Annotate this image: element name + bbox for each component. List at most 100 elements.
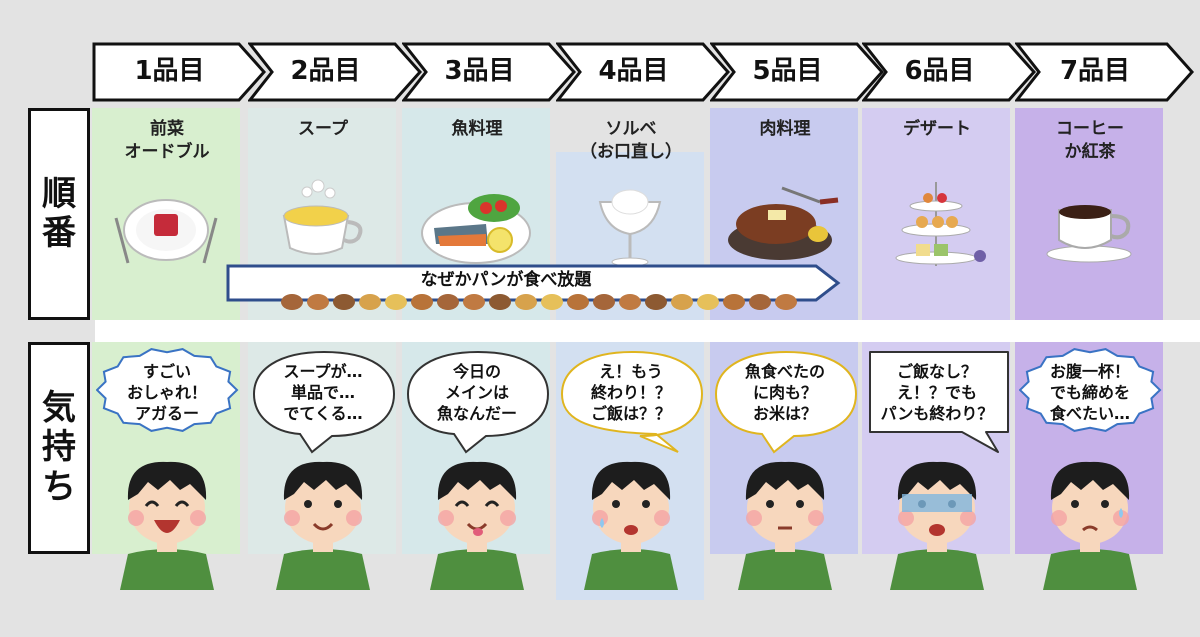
bread-icon — [541, 294, 563, 310]
step-label: 2品目 — [290, 56, 361, 86]
step-label: 1品目 — [134, 56, 205, 86]
coffee-cup-icon — [1029, 178, 1149, 272]
person-tasty-icon — [420, 450, 534, 594]
bread-icon — [437, 294, 459, 310]
row-label-feeling-char: 気 — [42, 388, 76, 429]
step-arrow: 2品目 — [248, 42, 428, 102]
step-arrow: 4品目 — [556, 42, 736, 102]
speech-bubble — [95, 348, 242, 452]
step-arrow: 7品目 — [1015, 42, 1195, 102]
bread-icon — [281, 294, 303, 310]
dessert-stand-icon — [876, 178, 996, 272]
steak-icon — [724, 178, 844, 272]
speech-bubble-line: 終わり！？ — [590, 382, 671, 402]
person-excited-icon — [110, 450, 224, 594]
row-label-feeling-char: 持 — [42, 427, 76, 468]
bread-icon — [489, 294, 511, 310]
speech-bubble-line: お腹一杯！ — [1049, 362, 1130, 381]
dish-name-line: コーヒー — [1056, 119, 1124, 139]
bread-icon — [645, 294, 667, 310]
speech-bubble — [406, 348, 556, 462]
step-label: 5品目 — [752, 56, 823, 86]
step-label: 6品目 — [904, 56, 975, 86]
bread-icon — [463, 294, 485, 310]
bread-icon — [671, 294, 693, 310]
speech-bubble-line: でも締めを — [1049, 382, 1130, 402]
speech-bubble-line: パンも終わり？ — [880, 403, 994, 423]
speech-bubble-text: ご飯なし？え！？でもパンも終わり？ — [866, 362, 1008, 424]
speech-bubble-line: 食べたい… — [1049, 403, 1130, 423]
dish-name: デザート — [862, 118, 1012, 141]
dish-name-line: か紅茶 — [1064, 141, 1116, 162]
dish-name: 肉料理 — [710, 118, 860, 141]
row-label-order: 順 番 — [28, 108, 90, 320]
sorbet-glass-icon — [570, 178, 690, 272]
bread-icon — [697, 294, 719, 310]
step-label: 4品目 — [598, 56, 669, 86]
speech-bubble — [560, 348, 710, 462]
speech-bubble-line: おしゃれ！ — [126, 382, 207, 402]
speech-bubble-line: 単品で… — [290, 382, 355, 402]
dish-name-line: 肉料理 — [759, 119, 811, 139]
row-label-feeling: 気 持 ち — [28, 342, 90, 554]
speech-bubble-text: え！もう終わり！？ご飯は？？ — [560, 362, 702, 424]
step-label: 7品目 — [1059, 56, 1131, 86]
speech-bubble-line: スープが… — [283, 362, 363, 381]
person-sad-icon — [1033, 450, 1147, 594]
fish-dish-icon — [416, 178, 536, 272]
speech-bubble-line: でてくる… — [283, 403, 363, 423]
speech-bubble-line: 魚食べたの — [744, 362, 825, 381]
row-label-feeling-char: ち — [42, 466, 76, 507]
dish-name: コーヒーか紅茶 — [1015, 118, 1165, 164]
speech-bubble-line: 魚なんだー — [436, 403, 517, 423]
appetizer-plate-icon — [106, 178, 226, 272]
speech-bubble-line: え！？でも — [896, 382, 977, 402]
dish-name-line: デザート — [903, 119, 971, 139]
speech-bubble-line: 今日の — [452, 362, 501, 381]
bread-banner-label: なぜかパンが食べ放題 — [420, 270, 592, 290]
speech-bubble — [1018, 348, 1165, 452]
step-arrow: 5品目 — [710, 42, 890, 102]
bread-icon — [775, 294, 797, 310]
speech-bubble-line: ご飯は？？ — [590, 403, 671, 423]
dish-name-line: 前菜 — [150, 119, 184, 139]
speech-bubble-line: ご飯なし？ — [896, 362, 977, 381]
dish-name-line: ソルベ — [605, 119, 657, 139]
speech-bubble-line: メインは — [444, 382, 509, 402]
dish-name: 前菜オードブル — [92, 118, 242, 164]
step-arrow: 1品目 — [92, 42, 272, 102]
dish-name-line: 魚料理 — [451, 119, 503, 139]
bread-icon — [411, 294, 433, 310]
speech-bubble — [866, 348, 1016, 462]
bread-icon — [515, 294, 537, 310]
bread-icon — [307, 294, 329, 310]
soup-cup-icon — [262, 178, 382, 272]
speech-bubble-text: 今日のメインは魚なんだー — [406, 362, 548, 424]
dish-name: スープ — [248, 118, 398, 141]
dish-name-line: オードブル — [124, 141, 210, 162]
speech-bubble-line: え！もう — [599, 362, 663, 381]
dish-name-line: スープ — [298, 119, 348, 139]
bread-icon — [359, 294, 381, 310]
person-neutral-icon — [728, 450, 842, 594]
bread-icon — [281, 294, 797, 310]
bread-icon — [749, 294, 771, 310]
speech-bubble-text: 魚食べたのに肉も？お米は？ — [714, 362, 856, 424]
speech-bubble-text: すごいおしゃれ！アガるー — [96, 362, 238, 424]
speech-bubble — [252, 348, 402, 462]
person-shocked-icon — [880, 450, 994, 594]
speech-bubble-line: アガるー — [134, 403, 199, 423]
bread-banner-arrow — [226, 264, 841, 302]
step-label: 3品目 — [444, 56, 515, 86]
dish-name: 魚料理 — [402, 118, 552, 141]
speech-bubble — [714, 348, 864, 462]
person-worried-icon — [574, 450, 688, 594]
row-divider — [95, 320, 1200, 342]
speech-bubble-text: スープが…単品で…でてくる… — [252, 362, 394, 424]
bread-icon — [593, 294, 615, 310]
speech-bubble-line: すごい — [142, 362, 191, 381]
step-arrow: 3品目 — [402, 42, 582, 102]
bread-icon — [567, 294, 589, 310]
row-label-order-char: 番 — [42, 213, 76, 253]
bread-icon — [619, 294, 641, 310]
